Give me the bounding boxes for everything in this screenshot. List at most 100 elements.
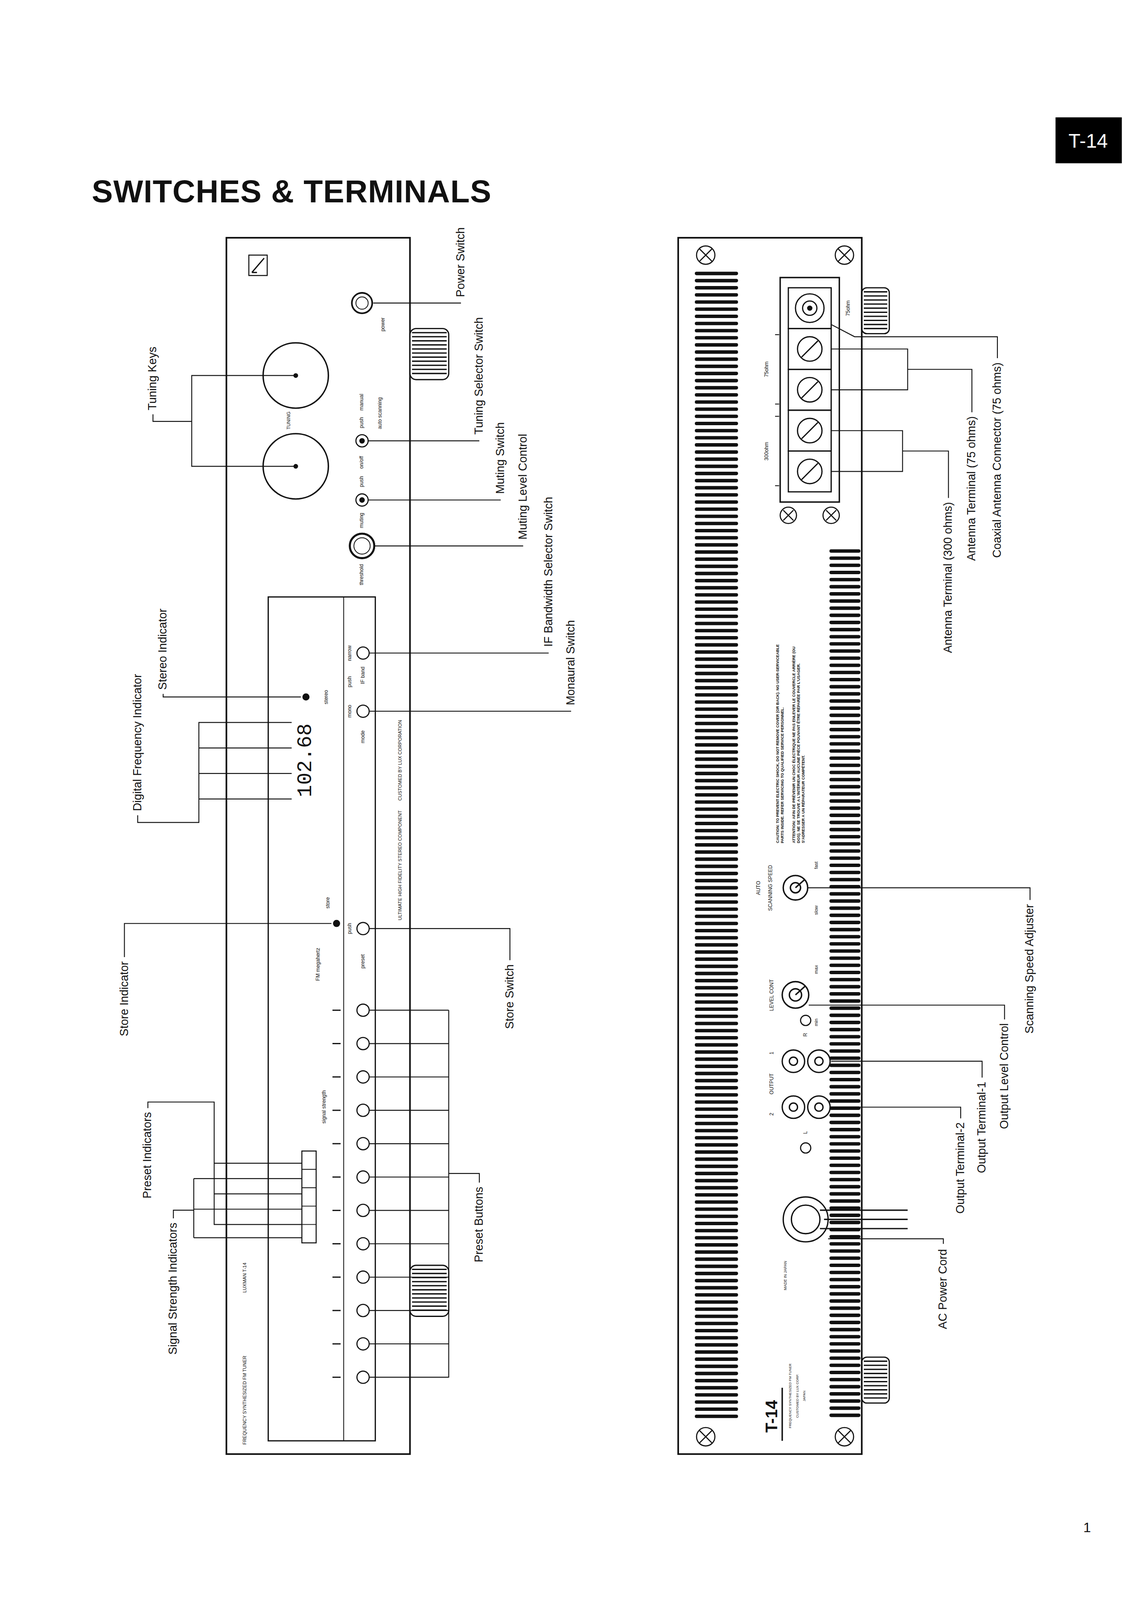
vent-slot [696,771,737,776]
vent-slot [830,656,859,660]
vent-slot [696,464,737,468]
terminal-marking: 75ohm [763,361,770,378]
antenna-terminal-block [801,340,818,357]
vent-slot [830,763,859,767]
vent-slot [830,1113,859,1117]
vent-slot [830,1234,859,1239]
vent-slot [696,1093,737,1097]
knob-ridge [411,1284,447,1286]
panel-marking: narrow [346,644,353,661]
vent-slot [830,792,859,796]
vent-slot [696,1164,737,1168]
vent-slot [696,721,737,726]
panel-marking: LUXMAN T-14 [241,1262,248,1293]
vent-slot [696,1171,737,1175]
knob-ridge [411,332,447,334]
antenna-terminal-block [775,334,780,486]
vent-slot [696,335,737,340]
vent-slot [830,977,859,982]
page-number: 1 [1083,1519,1091,1536]
vent-slot [696,921,737,925]
vent-slot [830,920,859,925]
vent-slot [830,649,859,653]
knob-ridge [863,1364,888,1366]
leader-line [369,1076,449,1078]
vent-slot [696,492,737,497]
chassis-foot [410,1265,449,1317]
vent-slot [696,1300,737,1304]
vent-slot [830,1106,859,1110]
callout-label: Antenna Terminal (75 ohms) [965,416,979,561]
front-panel [248,255,268,276]
vent-slot [696,1014,737,1018]
panel-marking: store [325,897,332,909]
leader-line [808,1004,1005,1019]
knob-ridge [863,1384,888,1386]
leader-line [827,1238,944,1244]
terminal-marking: fast [813,861,819,869]
generated-art [332,273,888,1417]
callout-label: Output Level Control [997,1023,1012,1129]
knob-ridge [863,323,888,326]
preset-button [356,1337,370,1350]
callout-label: Scanning Speed Adjuster [1023,903,1037,1034]
leader-line [369,652,549,654]
panel-screw [699,1430,712,1443]
preset-indicator-mark [332,1176,341,1178]
output-jack [782,1049,805,1073]
vent-slot [696,650,737,654]
vent-slot [830,1248,859,1253]
vent-slot [696,350,737,354]
antenna-terminal-block [797,459,823,484]
vent-slot [830,1041,859,1046]
vent-slot [696,671,737,676]
preset-button [356,1304,370,1317]
vent-slot [696,1250,737,1254]
vent-slot [696,871,737,875]
vent-slot [696,907,737,911]
preset-button [356,1104,370,1117]
vent-slot [696,628,737,633]
leader-line [830,348,972,412]
vent-slot [696,886,737,890]
vent-slot [696,478,737,483]
vent-slot [830,1305,859,1310]
leader-line [124,303,1031,1378]
vent-slot [696,985,737,990]
knob-ridge [411,372,447,374]
leader-line [369,1242,449,1244]
tab-label: T-14 [1068,129,1108,152]
leader-line [369,1176,449,1178]
caution-text: CAUTION: TO PREVENT ELECTRIC SHOCK, DO N… [775,642,785,843]
vent-slot [830,606,859,610]
terminal-marking: 75ohm [845,300,852,317]
vent-slot [830,1056,859,1060]
leader-line [137,722,292,823]
panel-screw [838,1430,851,1443]
knob-ridge [863,319,888,321]
leader-line [368,499,502,501]
panel-marking: mono [346,704,353,718]
panel-marking: muting [358,512,365,528]
vent-slot [830,1227,859,1231]
vent-slot [830,999,859,1003]
vent-slot [696,999,737,1004]
vent-slot [830,856,859,860]
vent-slot [696,950,737,954]
power-cord [791,1204,820,1234]
vent-slot [830,1220,859,1225]
vent-slot [696,807,737,811]
vent-slot [696,750,737,754]
vent-slot [830,899,859,903]
vent-slot [696,564,737,569]
vent-slot [830,1349,859,1353]
vent-slot [830,949,859,953]
output-jack [807,1049,831,1073]
knob-ridge [411,356,447,358]
vent-slot [696,1192,737,1197]
terminal-marking: slow [813,905,819,915]
vent-slot [696,1364,737,1368]
vent-slot [696,1150,737,1154]
output-jack [782,1095,805,1119]
vent-slot [830,842,859,846]
